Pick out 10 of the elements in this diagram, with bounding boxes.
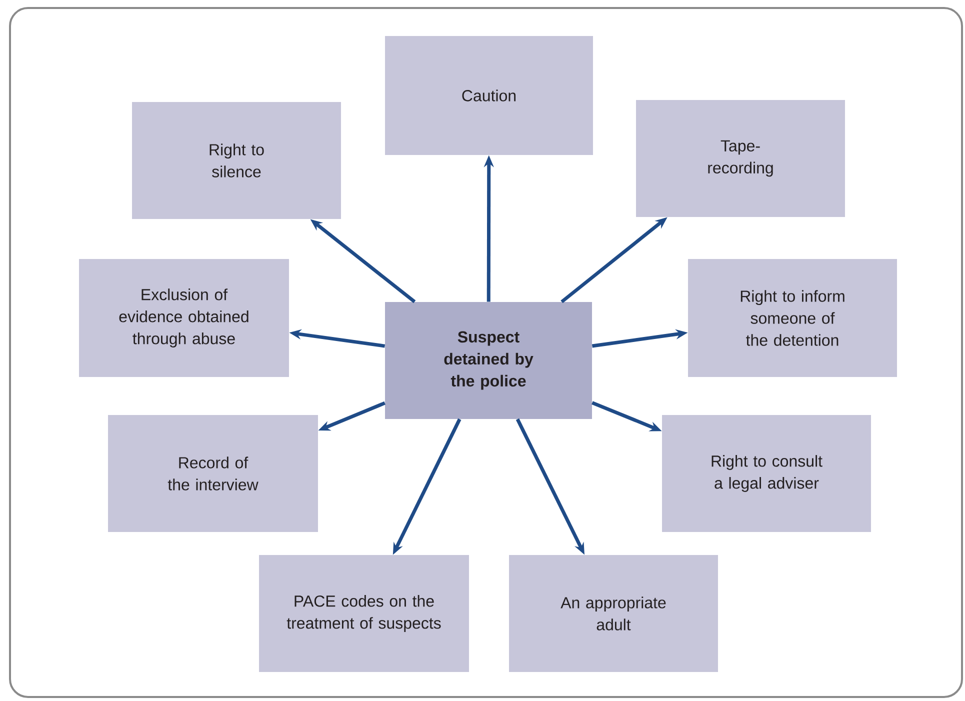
topic-box: An appropriate adult xyxy=(509,555,718,672)
topic-box: Tape-recording xyxy=(636,100,846,217)
topic-box: Exclusion of evidence obtained through abuse xyxy=(79,259,289,377)
topic-box: Record of the interview xyxy=(108,415,318,532)
topic-box: Right to inform someone of the detention xyxy=(688,259,898,377)
topic-box: Right to silence xyxy=(132,102,341,219)
topic-box: PACE codes on the treatment of suspects xyxy=(259,555,469,672)
topic-box: Right to consult a legal adviser xyxy=(662,415,872,532)
centre-box: Suspect detained by the police xyxy=(385,302,592,419)
topic-box: Caution xyxy=(385,36,593,155)
